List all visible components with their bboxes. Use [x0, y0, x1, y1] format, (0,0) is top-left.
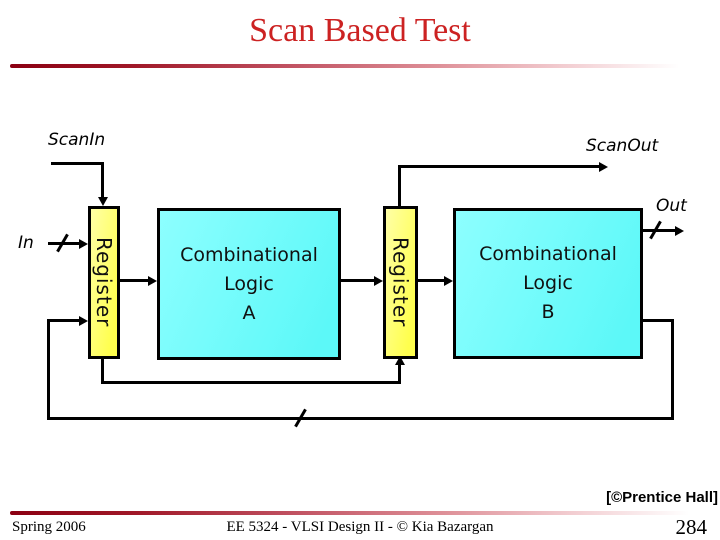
- wire-feedback-from-logic-b: [641, 319, 674, 322]
- logic-a-line2: Logic: [224, 272, 274, 295]
- out-label: Out: [656, 196, 687, 216]
- wire-feedback-right-vertical: [671, 319, 674, 420]
- register-1-label: Register: [92, 237, 116, 328]
- wire-reg1-to-logic-a: [118, 279, 150, 282]
- arrowhead-scan-chain: [395, 356, 405, 365]
- combinational-logic-b-block: Combinational Logic B: [453, 208, 643, 359]
- wire-feedback-left-vertical: [47, 319, 50, 420]
- title-divider: [10, 64, 700, 68]
- scan-in-label: ScanIn: [48, 130, 106, 150]
- register-2-block: Register: [383, 206, 418, 359]
- wire-feedback-to-reg1: [47, 319, 80, 322]
- arrowhead-reg2-input: [374, 276, 383, 286]
- logic-b-line3: B: [541, 301, 555, 323]
- page-title: Scan Based Test: [249, 12, 471, 49]
- footer-divider: [10, 511, 710, 515]
- footer-course: EE 5324 - VLSI Design II - © Kia Bazarga…: [226, 519, 494, 535]
- logic-b-line1: Combinational: [479, 243, 617, 265]
- page-number: 284: [675, 515, 708, 539]
- register-1-block: Register: [88, 206, 120, 359]
- arrowhead-feedback: [79, 316, 88, 326]
- credit-label: [©Prentice Hall]: [606, 489, 718, 506]
- arrowhead-logic-b-input: [444, 276, 453, 286]
- arrowhead-in: [79, 239, 88, 249]
- wire-out: [641, 229, 677, 232]
- footer-term: Spring 2006: [12, 519, 86, 535]
- arrowhead-logic-a-input: [148, 276, 157, 286]
- logic-b-line2: Logic: [523, 272, 573, 294]
- combinational-logic-a-block: Combinational Logic A: [157, 208, 341, 360]
- scan-out-label: ScanOut: [586, 136, 659, 156]
- wire-logic-a-to-reg2: [339, 279, 376, 282]
- wire-scan-chain-across: [101, 381, 401, 384]
- wire-feedback-bottom: [47, 417, 674, 420]
- arrowhead-out: [675, 226, 684, 236]
- wire-scan-out-horizontal: [398, 165, 601, 168]
- logic-a-line3: A: [242, 301, 256, 324]
- wire-reg2-to-logic-b: [416, 279, 446, 282]
- wire-scan-in-vertical: [101, 162, 104, 198]
- wire-scan-chain-down: [101, 357, 104, 383]
- arrowhead-scan-in: [98, 197, 108, 206]
- wire-in: [48, 242, 81, 245]
- wire-scan-chain-up: [398, 364, 401, 383]
- in-label: In: [18, 233, 34, 253]
- arrowhead-scan-out: [599, 162, 608, 172]
- logic-a-line1: Combinational: [180, 243, 318, 266]
- wire-scan-in-horizontal: [51, 162, 104, 165]
- register-2-label: Register: [388, 237, 413, 328]
- wire-scan-out-vertical: [398, 166, 401, 206]
